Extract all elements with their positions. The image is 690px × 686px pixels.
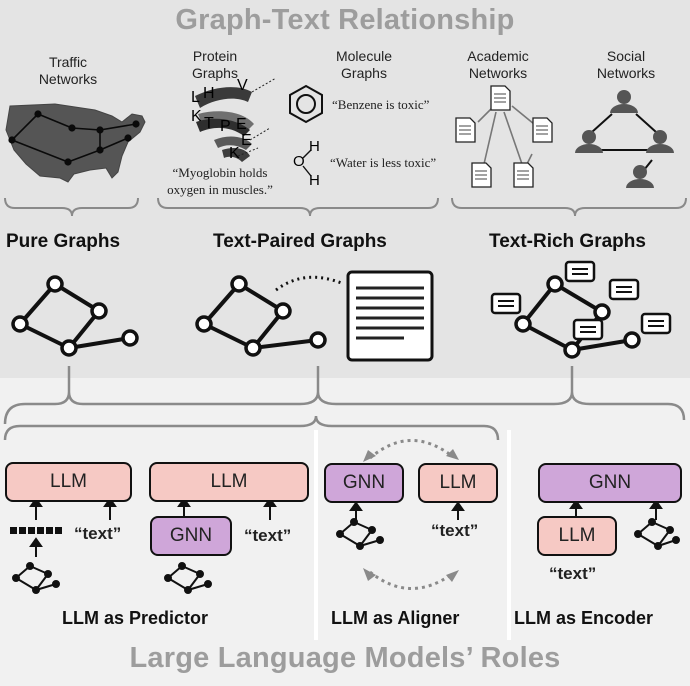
llm-box: LLM [5,462,132,502]
protein-helix-icon [195,77,277,162]
small-graph-predictor-2 [164,562,212,594]
atom-label: H [309,138,320,155]
role-encoder-label: LLM as Encoder [514,608,654,628]
pure-graphs-heading: Pure Graphs [6,231,121,252]
residue-label: V [237,77,248,94]
category-brackets [4,197,687,217]
alignment-arrows [369,439,453,590]
llm-box: LLM [418,463,498,503]
benzene-quote: “Benzene is toxic” [332,97,430,112]
document-icon [346,270,434,362]
llm-box: LLM [537,516,617,556]
text-paired-graphs-heading: Text-Paired Graphs [213,231,387,252]
social-network-icon [575,90,674,188]
atom-label: O [293,153,305,170]
gnn-box: GNN [150,516,232,556]
rich-graph [490,260,672,359]
speech-bubble-icons [490,260,672,341]
token-squares [10,527,62,534]
water-quote: “Water is less toxic” [330,155,437,170]
us-map-icon [5,103,146,183]
residue-label: L [191,89,200,106]
residue-label: T [204,115,214,132]
llm-roles-title: Large Language Models’ Roles [129,642,561,674]
llm-box: LLM [149,462,309,502]
benzene-icon [289,84,323,124]
role-aligner-label: LLM as Aligner [331,608,460,628]
residue-label: E [241,132,252,149]
citation-network-icon [455,85,553,188]
pure-graph [11,275,139,357]
small-graph-aligner [336,518,384,550]
residue-label: K [229,145,240,162]
pairing-link [275,275,345,292]
residue-label: H [203,85,215,102]
text-input-label: “text” [431,521,479,540]
text-input-label: “text” [549,564,597,583]
small-graph-encoder [634,518,680,550]
text-input-label: “text” [244,526,292,545]
graph-text-title: Graph-Text Relationship [175,4,515,36]
residue-label: E [236,116,247,133]
atom-label: H [309,172,320,189]
gnn-box: GNN [538,463,682,503]
alignment-arrowheads [363,449,459,582]
gnn-box: GNN [324,463,404,503]
role-dividers [314,430,511,640]
role-predictor-label: LLM as Predictor [62,608,209,628]
water-icon [302,149,312,177]
graph-text-panel [0,0,690,378]
small-graph-predictor-1 [12,562,60,594]
residue-label: P [220,118,231,135]
paired-graph [195,275,327,357]
text-rich-graphs-heading: Text-Rich Graphs [489,231,646,252]
text-input-label: “text” [74,524,122,543]
residue-label: K [191,108,202,125]
input-arrows [29,497,663,557]
connector-lines [3,366,686,441]
